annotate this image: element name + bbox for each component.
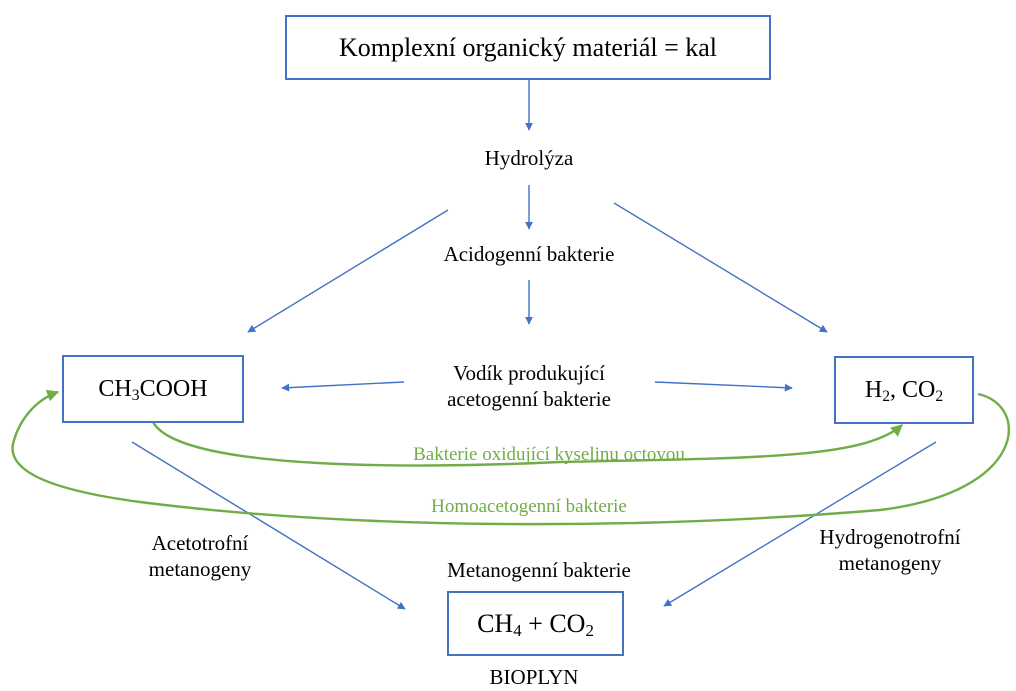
methane-co2-formula: CH4 + CO2 xyxy=(477,608,594,640)
acetic-acid-oxidizing-bacteria-label: Bakterie oxidující kyselinu octovou xyxy=(413,444,685,465)
arrow-hydrogen-to-methane xyxy=(663,441,937,607)
hydrogenotrophic-methanogens-label: Hydrogenotrofní metanogeny xyxy=(819,525,961,575)
arrow-homoacetogenic xyxy=(11,389,1010,526)
acetotrophic-methanogens-label: Acetotrofní metanogeny xyxy=(148,531,252,581)
hydrolysis-label: Hydrolýza xyxy=(484,146,574,170)
acetic-acid-box: CH3COOH xyxy=(62,355,244,423)
arrow-hydrolysis-to-acetic-acid xyxy=(247,209,449,333)
acidogenic-bacteria-label: Acidogenní bakterie xyxy=(443,242,615,266)
arrow-acetogenic-to-acetic-acid xyxy=(281,381,405,392)
methanogenic-bacteria-label: Metanogenní bakterie xyxy=(447,558,631,582)
arrow-acetic-acid-to-methane xyxy=(131,441,406,610)
complex-organic-material-label: Komplexní organický materiál = kal xyxy=(338,32,718,62)
homoacetogenic-bacteria-label: Homoacetogenní bakterie xyxy=(431,496,627,517)
arrow-acetic-acid-oxidation xyxy=(151,421,903,467)
acetic-acid-formula: CH3COOH xyxy=(98,375,208,404)
biogas-label: BIOPLYN xyxy=(489,665,579,689)
hydrogen-co2-box: H2, CO2 xyxy=(834,356,974,424)
arrow-acetogenic-to-hydrogen xyxy=(654,381,793,392)
hydrogen-co2-formula: H2, CO2 xyxy=(864,376,944,405)
hydrogen-producing-acetogenic-label: Vodík produkující acetogenní bakterie xyxy=(447,361,611,411)
complex-organic-material-box: Komplexní organický materiál = kal xyxy=(285,15,771,80)
arrow-hydrolysis-to-hydrogen xyxy=(613,202,828,333)
methane-co2-box: CH4 + CO2 xyxy=(447,591,624,656)
